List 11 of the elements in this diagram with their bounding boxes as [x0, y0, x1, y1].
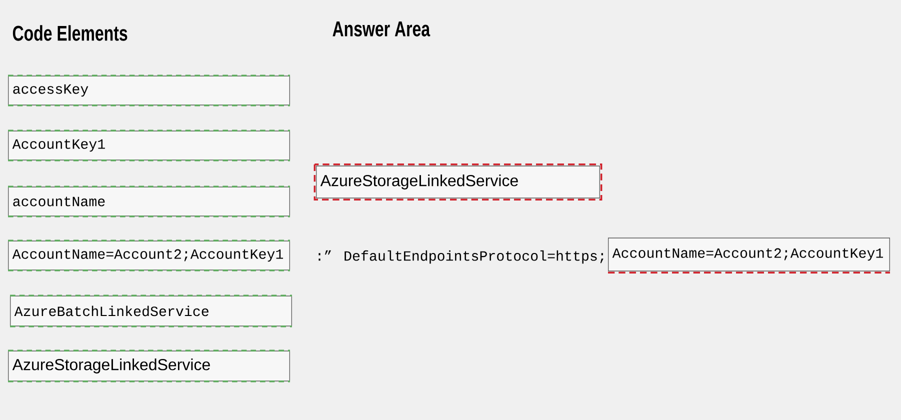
code-tile: AccountName=Account2;AccountKey1 — [8, 240, 290, 272]
code-tile: AzureStorageLinkedService — [8, 350, 290, 382]
section-heading: Code Elements — [12, 25, 128, 41]
answer-slot: AccountName=Account2;AccountKey1 — [608, 238, 890, 274]
code-text: :” DefaultEndpointsProtocol=https; — [318, 250, 604, 264]
code-tile: AzureBatchLinkedService — [10, 294, 292, 328]
section-heading: Answer Area — [332, 22, 430, 36]
code-tile: accessKey — [8, 74, 290, 106]
answer-slot: AzureStorageLinkedService — [314, 163, 602, 201]
code-tile: AccountKey1 — [8, 130, 290, 162]
code-tile: accountName — [8, 186, 290, 218]
